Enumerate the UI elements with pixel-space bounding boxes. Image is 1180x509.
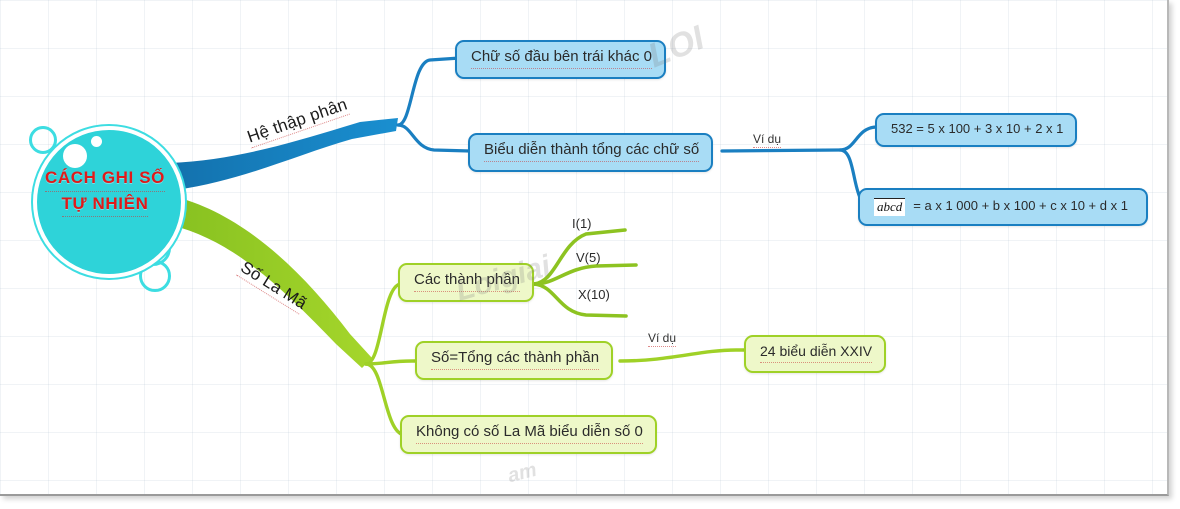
node-khong-co-so-0[interactable]: Không có số La Mã biểu diễn số 0 [400,415,657,454]
connector-roman-v [532,263,638,286]
deco-ring-topleft [29,126,57,154]
central-topic[interactable]: CÁCH GHI SỐ TỰ NHIÊN [25,118,185,292]
node-label: Các thành phần [414,271,520,292]
connector-green-fork-mid [364,359,426,366]
node-label: 532 = 5 x 100 + 3 x 10 + 2 x 1 [891,121,1064,136]
deco-bubble-small [91,136,102,147]
branch-stem-so-la-ma [166,196,372,368]
node-so-tong[interactable]: Số=Tổng các thành phần [415,341,614,380]
central-circle [33,126,185,278]
node-label: = a x 1 000 + b x 100 + c x 10 + d x 1 [913,198,1128,213]
leaf-roman-v[interactable]: V(5) [576,250,601,265]
connector-blue-fork-bottom [396,123,472,153]
node-vd-24[interactable]: 24 biểu diễn XXIV [744,335,887,373]
abcd-overline-label: abcd [874,198,906,216]
connector-blue-vidu-stem [720,148,842,153]
connector-green-vidu [618,348,746,363]
node-chu-so-dau[interactable]: Chữ số đầu bên trái khác 0 [455,40,666,79]
central-topic-text: CÁCH GHI SỐ TỰ NHIÊN [25,166,185,218]
leaf-roman-x[interactable]: X(10) [578,287,610,302]
node-label: Biểu diễn thành tổng các chữ số [484,141,700,162]
node-vd-abcd[interactable]: abcd = a x 1 000 + b x 100 + c x 10 + d … [858,188,1148,226]
connector-label-vidu-blue: Ví dụ [753,132,782,148]
node-cac-thanh-phan[interactable]: Các thành phần [398,263,534,302]
connector-label-text: Ví dụ [753,132,782,148]
deco-bubble-large [63,144,87,168]
connector-roman-x [532,282,628,318]
branch-stem-he-thap-phan [170,118,398,190]
node-label: Chữ số đầu bên trái khác 0 [471,48,652,69]
node-label: Số=Tổng các thành phần [431,349,600,370]
node-vd-532[interactable]: 532 = 5 x 100 + 3 x 10 + 2 x 1 [875,113,1078,148]
leaf-label-text: V(5) [576,250,601,265]
connector-blue-fork-top [396,56,462,127]
node-label: Không có số La Mã biểu diễn số 0 [416,423,643,444]
central-topic-line2: TỰ NHIÊN [61,192,149,218]
connector-label-vidu-green: Ví dụ [648,331,677,347]
connector-label-text: Ví dụ [648,331,677,347]
leaf-roman-i[interactable]: I(1) [572,216,592,231]
node-bieu-dien-tong[interactable]: Biểu diễn thành tổng các chữ số [468,133,714,172]
central-topic-line1: CÁCH GHI SỐ [45,166,165,192]
node-label: 24 biểu diễn XXIV [760,343,873,363]
leaf-label-text: I(1) [572,216,592,231]
leaf-label-text: X(10) [578,287,610,302]
